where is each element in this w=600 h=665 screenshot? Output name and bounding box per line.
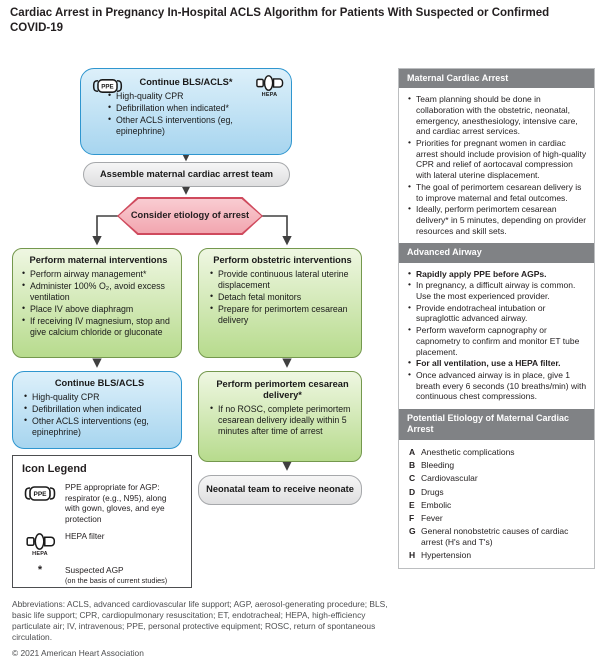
legend-text: HEPA filter	[65, 531, 105, 542]
bullet-item: Priorities for pregnant women in cardiac…	[407, 137, 587, 181]
svg-text:PPE: PPE	[33, 491, 47, 498]
bullet-item: If receiving IV magnesium, stop and give…	[21, 315, 176, 338]
bullet-item: Perform waveform capnography or capnomet…	[407, 324, 587, 357]
section-body: Team planning should be done in collabor…	[399, 88, 594, 243]
bullet-item: If no ROSC, complete perimortem cesarean…	[209, 403, 356, 437]
section-body: Rapidly apply PPE before AGPs.In pregnan…	[399, 263, 594, 409]
bullet-item: Defibrillation when indicated	[23, 403, 176, 415]
bullet-item: Team planning should be done in collabor…	[407, 93, 587, 137]
info-sidebar: Maternal Cardiac Arrest Team planning sh…	[398, 68, 595, 569]
box-label: Neonatal team to receive neonate	[206, 484, 354, 495]
continue-bls-acls-bottom-box: Continue BLS/ACLS High-quality CPRDefibr…	[12, 371, 182, 449]
bullet-item: Defibrillation when indicated*	[107, 102, 279, 114]
copyright-text: © 2021 American Heart Association	[12, 648, 144, 658]
bullet-item: Other ACLS interventions (eg, epinephrin…	[23, 415, 176, 438]
section-header-maternal-cardiac-arrest: Maternal Cardiac Arrest	[399, 69, 594, 89]
neonatal-team-box: Neonatal team to receive neonate	[198, 475, 362, 505]
hepa-icon-label: HEPA	[32, 551, 48, 558]
bullet-item: Administer 100% O₂, avoid excess ventila…	[21, 280, 176, 303]
box-heading: Continue BLS/ACLS*	[139, 77, 233, 87]
legend-text: PPE appropriate for AGP: respirator (e.g…	[65, 482, 167, 524]
legend-item-agp: * Suspected AGP (on the basis of current…	[22, 565, 183, 585]
bullet-item: Once advanced airway is in place, give 1…	[407, 369, 587, 402]
box-bullet-list: High-quality CPRDefibrillation when indi…	[107, 90, 279, 137]
bullet-item: Place IV above diaphragm	[21, 303, 176, 315]
bullet-item: Other ACLS interventions (eg, epinephrin…	[107, 114, 279, 137]
legend-agp-note: (on the basis of current studies)	[65, 575, 168, 585]
legend-heading: Icon Legend	[22, 463, 87, 475]
bullet-item: Provide endotracheal intubation or supra…	[407, 302, 587, 324]
legend-item-ppe: PPE PPE appropriate for AGP: respirator …	[22, 482, 183, 524]
legend-text: Suspected AGP (on the basis of current s…	[65, 565, 167, 585]
bullet-item: Perform airway management*	[21, 268, 176, 280]
bullet-item: Prepare for perimortem cesarean delivery	[209, 303, 356, 326]
bullet-item: High-quality CPR	[107, 90, 279, 102]
box-label: Assemble maternal cardiac arrest team	[99, 168, 274, 179]
box-heading: Continue BLS/ACLS	[54, 378, 145, 388]
perimortem-delivery-box: Perform perimortem cesarean delivery* If…	[198, 371, 362, 462]
sidebar-bullet-list: Rapidly apply PPE before AGPs.In pregnan…	[407, 268, 587, 402]
bullet-item: Rapidly apply PPE before AGPs.	[407, 268, 587, 280]
bullet-item: For all ventilation, use a HEPA filter.	[407, 357, 587, 369]
bullet-item: Detach fetal monitors	[209, 291, 356, 303]
bullet-item: High-quality CPR	[23, 391, 176, 403]
page-title: Cardiac Arrest in Pregnancy In-Hospital …	[10, 7, 550, 35]
asterisk-icon: *	[37, 564, 43, 577]
box-bullet-list: High-quality CPRDefibrillation when indi…	[23, 391, 176, 438]
box-heading: Perform perimortem cesarean delivery*	[216, 379, 349, 401]
assemble-team-box: Assemble maternal cardiac arrest team	[83, 162, 290, 187]
box-bullet-list: Provide continuous lateral uterine displ…	[209, 268, 356, 326]
section-header-advanced-airway: Advanced Airway	[399, 243, 594, 263]
icon-legend: Icon Legend PPE PPE appropriate for AGP:…	[12, 455, 192, 588]
bullet-item: In pregnancy, a difficult airway is comm…	[407, 279, 587, 301]
consider-etiology-hexagon: Consider etiology of arrest	[117, 197, 263, 235]
ppe-mask-icon: PPE	[22, 482, 58, 524]
box-bullet-list: Perform airway management*Administer 100…	[21, 268, 176, 338]
continue-bls-acls-top-box: PPE HEPA Continue BLS/ACLS* High-quality…	[80, 68, 292, 155]
box-heading: Perform obstetric interventions	[213, 255, 352, 265]
hepa-filter-icon: HEPA	[22, 531, 58, 558]
hexagon-label: Consider etiology of arrest	[118, 198, 262, 234]
box-bullet-list: If no ROSC, complete perimortem cesarean…	[209, 403, 356, 437]
section-header-potential-etiology: Potential Etiology of Maternal Cardiac A…	[399, 409, 594, 440]
legend-item-hepa: HEPA HEPA filter	[22, 531, 183, 558]
sidebar-bullet-list: Team planning should be done in collabor…	[407, 93, 587, 236]
bullet-item: Provide continuous lateral uterine displ…	[209, 268, 356, 291]
obstetric-interventions-box: Perform obstetric interventions Provide …	[198, 248, 362, 358]
maternal-interventions-box: Perform maternal interventions Perform a…	[12, 248, 182, 358]
bullet-item: Ideally, perform perimortem cesarean del…	[407, 203, 587, 236]
abbreviations-text: Abbreviations: ACLS, advanced cardiovasc…	[12, 599, 388, 643]
box-heading: Perform maternal interventions	[29, 255, 168, 265]
legend-agp-text: Suspected AGP	[65, 565, 124, 576]
svg-text:PPE: PPE	[101, 83, 113, 90]
bullet-item: The goal of perimortem cesarean delivery…	[407, 181, 587, 203]
